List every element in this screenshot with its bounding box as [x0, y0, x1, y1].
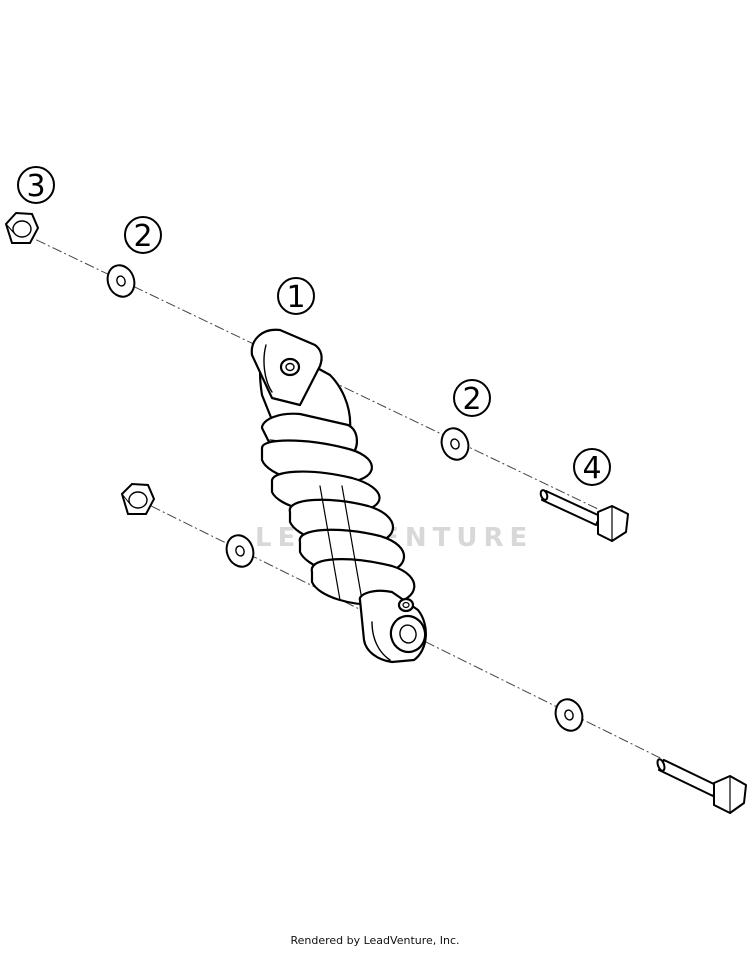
nut-bottom[interactable]	[120, 482, 156, 515]
callout-3[interactable]: 3	[17, 166, 55, 204]
svg-text:4: 4	[582, 451, 601, 486]
svg-text:2: 2	[462, 382, 481, 417]
washer-bottom-right[interactable]	[551, 696, 586, 735]
callout-1[interactable]: 1	[277, 277, 315, 315]
nut-top[interactable]	[4, 211, 40, 244]
washer-bottom-left[interactable]	[222, 532, 257, 571]
footer-credit: Rendered by LeadVenture, Inc.	[290, 934, 460, 947]
washer-top-right[interactable]	[437, 425, 472, 464]
callout-2-mid[interactable]: 2	[453, 379, 491, 417]
washer-top-left[interactable]	[103, 262, 138, 301]
bolt-top[interactable]	[539, 489, 629, 542]
svg-text:1: 1	[286, 280, 305, 315]
callout-2-top[interactable]: 2	[124, 216, 162, 254]
svg-text:2: 2	[133, 219, 152, 254]
callout-4[interactable]: 4	[573, 448, 611, 486]
bolt-bottom[interactable]	[656, 758, 747, 814]
svg-text:3: 3	[26, 169, 45, 204]
shock-absorber[interactable]	[250, 328, 429, 664]
